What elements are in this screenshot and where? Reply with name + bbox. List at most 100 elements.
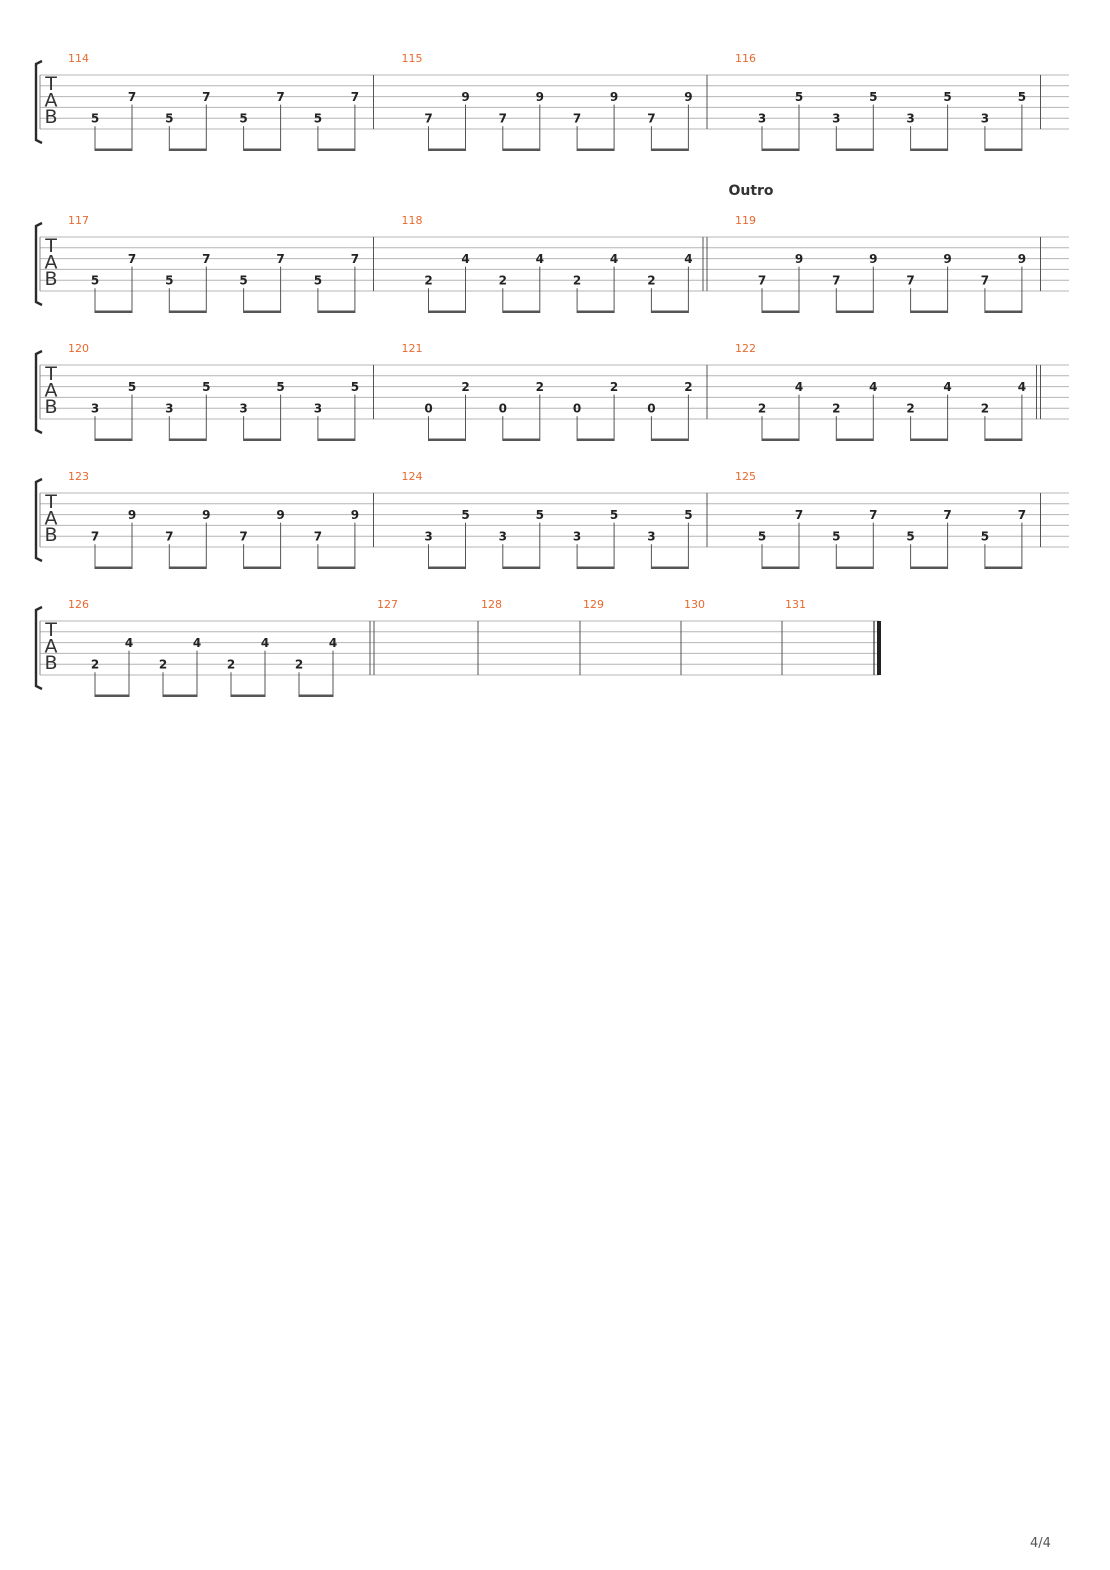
beamed-note-pair: 79	[314, 508, 359, 569]
tab-clef-letter: T	[44, 619, 57, 641]
system-bracket	[34, 477, 43, 563]
fret-number: 2	[647, 274, 655, 288]
fret-number: 3	[165, 402, 173, 416]
tab-clef-letter: B	[44, 652, 57, 674]
beamed-note-pair: 24	[91, 636, 133, 697]
beamed-note-pair: 24	[227, 636, 269, 697]
note-beam	[836, 148, 874, 151]
fret-number: 2	[227, 658, 235, 672]
beamed-note-pair: 02	[573, 380, 618, 441]
fret-number: 9	[869, 252, 877, 266]
note-beam	[317, 566, 355, 569]
tab-clef-letter: T	[44, 363, 57, 385]
fret-number: 5	[461, 508, 469, 522]
fret-number: 4	[461, 252, 469, 266]
note-beam	[836, 566, 874, 569]
fret-number: 7	[351, 90, 359, 104]
fret-number: 7	[276, 252, 284, 266]
fret-number: 3	[647, 530, 655, 544]
beamed-note-pair: 57	[165, 90, 210, 151]
fret-number: 3	[981, 112, 989, 126]
fret-number: 7	[499, 112, 507, 126]
fret-number: 7	[202, 252, 210, 266]
beamed-note-pair: 24	[832, 380, 877, 441]
tab-system: TAB1175757575711824242424119Outro7979797…	[34, 183, 1069, 313]
fret-number: 9	[943, 252, 951, 266]
fret-number: 0	[573, 402, 581, 416]
beamed-note-pair: 57	[91, 90, 136, 151]
fret-number: 0	[424, 402, 432, 416]
measure-number: 117	[68, 214, 89, 227]
fret-number: 7	[276, 90, 284, 104]
measure-number: 130	[684, 598, 705, 611]
fret-number: 5	[128, 380, 136, 394]
note-beam	[651, 148, 689, 151]
fret-number: 7	[91, 530, 99, 544]
fret-number: 4	[869, 380, 877, 394]
tab-clef-letter: B	[44, 396, 57, 418]
fret-number: 3	[499, 530, 507, 544]
fret-number: 5	[91, 274, 99, 288]
beamed-note-pair: 57	[165, 252, 210, 313]
beamed-note-pair: 79	[239, 508, 285, 569]
fret-number: 4	[610, 252, 618, 266]
beamed-note-pair: 02	[424, 380, 470, 441]
fret-number: 9	[351, 508, 359, 522]
note-beam	[984, 438, 1022, 441]
tab-clef-letter: A	[45, 90, 58, 112]
fret-number: 5	[943, 90, 951, 104]
fret-number: 5	[610, 508, 618, 522]
fret-number: 2	[981, 402, 989, 416]
fret-number: 4	[943, 380, 951, 394]
note-beam	[577, 566, 615, 569]
note-beam	[984, 148, 1022, 151]
note-beam	[95, 148, 132, 151]
fret-number: 5	[165, 274, 173, 288]
fret-number: 5	[832, 530, 840, 544]
beamed-note-pair: 57	[314, 252, 359, 313]
fret-number: 5	[351, 380, 359, 394]
measure-number: 126	[68, 598, 89, 611]
note-beam	[910, 566, 948, 569]
fret-number: 4	[261, 636, 269, 650]
note-beam	[95, 310, 132, 313]
fret-number: 7	[202, 90, 210, 104]
beamed-note-pair: 24	[499, 252, 544, 313]
fret-number: 7	[573, 112, 581, 126]
measure-number: 131	[785, 598, 806, 611]
tab-clef-letter: T	[44, 235, 57, 257]
beamed-note-pair: 79	[424, 90, 470, 151]
beamed-note-pair: 24	[159, 636, 201, 697]
fret-number: 9	[610, 90, 618, 104]
note-beam	[428, 566, 466, 569]
system-bracket	[34, 59, 43, 145]
tab-clef-letter: A	[45, 380, 58, 402]
note-beam	[762, 310, 799, 313]
note-beam	[502, 148, 540, 151]
tab-clef-letter: B	[44, 268, 57, 290]
beamed-note-pair: 35	[165, 380, 210, 441]
fret-number: 2	[573, 274, 581, 288]
beamed-note-pair: 35	[314, 380, 359, 441]
note-beam	[243, 148, 281, 151]
fret-number: 5	[239, 274, 247, 288]
fret-number: 5	[1018, 90, 1026, 104]
beamed-note-pair: 24	[906, 380, 952, 441]
beamed-note-pair: 02	[499, 380, 544, 441]
fret-number: 7	[981, 274, 989, 288]
beamed-note-pair: 35	[499, 508, 544, 569]
note-beam	[577, 310, 615, 313]
beamed-note-pair: 35	[424, 508, 470, 569]
fret-number: 4	[193, 636, 201, 650]
beamed-note-pair: 35	[906, 90, 952, 151]
note-beam	[428, 438, 466, 441]
fret-number: 7	[758, 274, 766, 288]
note-beam	[836, 310, 874, 313]
tab-clef-letter: T	[44, 491, 57, 513]
